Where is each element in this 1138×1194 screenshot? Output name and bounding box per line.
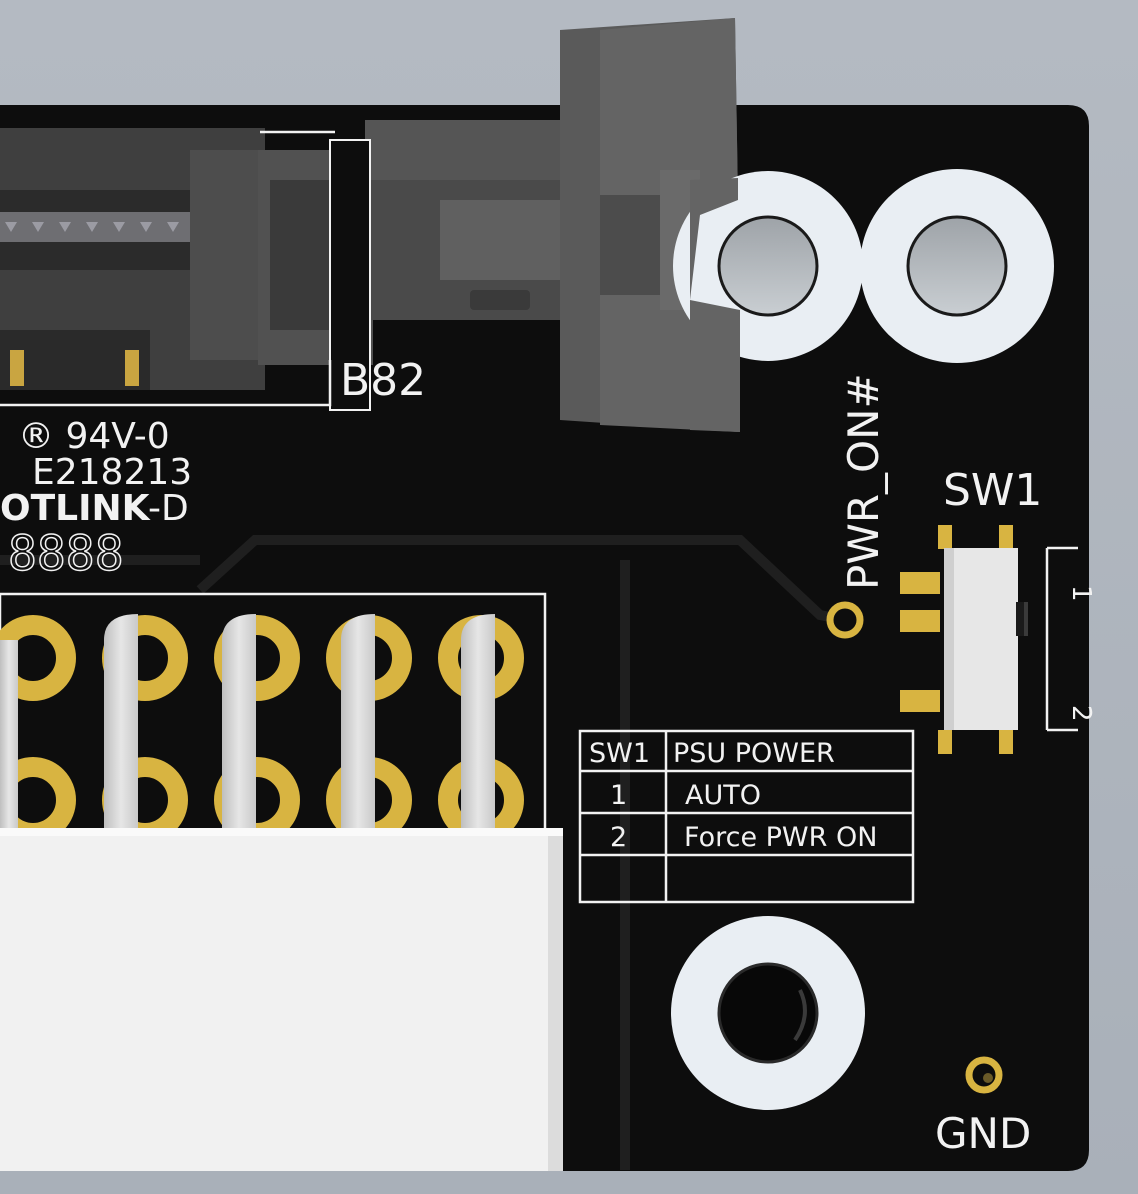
- table-row1-position: 1: [610, 780, 627, 811]
- table-header-psu-power: PSU POWER: [673, 738, 835, 769]
- table-row1-mode: AUTO: [685, 780, 761, 811]
- gnd-label: GND: [935, 1109, 1031, 1158]
- switch-pos-1-label: 1: [1066, 585, 1096, 602]
- connector-outline: [0, 130, 335, 407]
- latch-overlay: [690, 178, 740, 432]
- brand-suffix-label: -D: [148, 488, 189, 529]
- switch-pos-2-label: 2: [1066, 705, 1096, 722]
- ul-file-label: E218213: [32, 452, 192, 493]
- sw1-position-markers: [1045, 546, 1078, 732]
- switch-table: SW1 PSU POWER 1 AUTO 2 Force PWR ON: [578, 729, 915, 904]
- mounting-pad-bottom: [671, 916, 865, 1110]
- pwr-on-label: PWR_ON#: [839, 373, 888, 590]
- sw1-label: SW1: [943, 465, 1042, 516]
- connector-pins: [5, 222, 179, 232]
- mounting-hole-left: [717, 215, 819, 317]
- date-code-label: 8888: [8, 526, 124, 582]
- table-header-sw1: SW1: [589, 738, 650, 769]
- header-housing: [0, 828, 563, 1171]
- mounting-hole-right: [906, 215, 1008, 317]
- table-row2-mode: Force PWR ON: [684, 822, 877, 853]
- sw1-switch: [900, 525, 1028, 754]
- brand-main-label: OTLINK: [0, 488, 151, 529]
- pin-header: [0, 592, 547, 846]
- table-row2-position: 2: [610, 822, 627, 853]
- sw1-actuator[interactable]: [1016, 602, 1026, 636]
- top-connector: [0, 18, 740, 432]
- mounting-hole-bottom: [717, 962, 819, 1064]
- ul-rating-label: ® 94V-0: [18, 416, 170, 457]
- ref-b82-label: B82: [340, 355, 426, 406]
- pwr-on-test-point: [826, 601, 864, 639]
